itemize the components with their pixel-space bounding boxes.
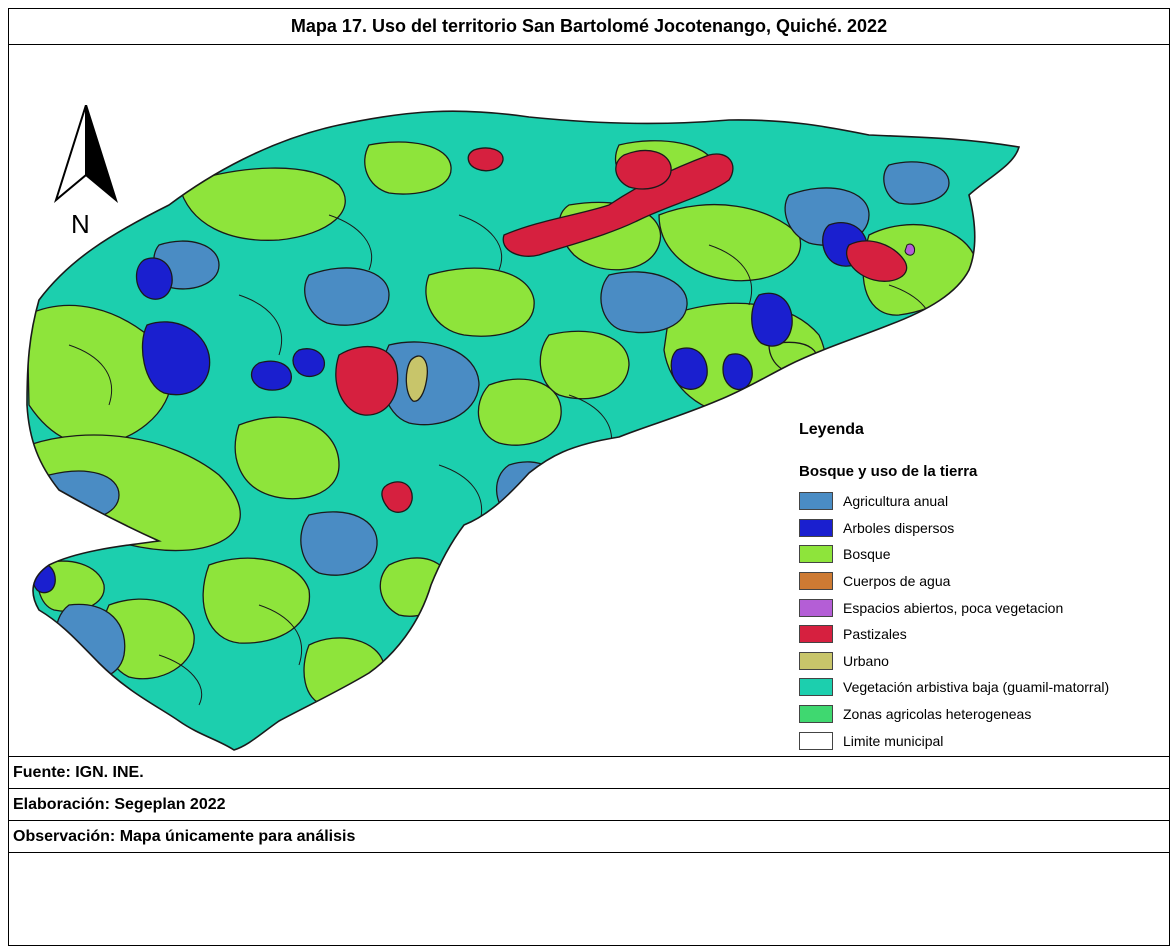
legend-item: Agricultura anual xyxy=(799,488,1171,515)
legend-swatch xyxy=(799,678,833,697)
map-frame: Mapa 17. Uso del territorio San Bartolom… xyxy=(8,8,1170,946)
legend-item: Urbano xyxy=(799,648,1171,675)
legend-swatch xyxy=(799,625,833,644)
legend-swatch xyxy=(799,492,833,511)
legend-swatch xyxy=(799,572,833,591)
legend-label: Espacios abiertos, poca vegetacion xyxy=(843,599,1064,616)
map-title: Mapa 17. Uso del territorio San Bartolom… xyxy=(9,9,1169,45)
legend-swatch xyxy=(799,545,833,564)
municipality-map xyxy=(26,110,1020,751)
legend-item: Cuerpos de agua xyxy=(799,568,1171,595)
legend-swatch xyxy=(799,705,833,724)
legend-swatch xyxy=(799,651,833,670)
legend-label: Arboles dispersos xyxy=(843,519,955,536)
legend-item: Bosque xyxy=(799,541,1171,568)
legend-title: Leyenda xyxy=(799,421,864,438)
legend-label: Zonas agricolas heterogeneas xyxy=(843,706,1032,723)
footer: Fuente: IGN. INE. Elaboración: Segeplan … xyxy=(9,756,1169,947)
legend-swatch xyxy=(799,731,833,750)
legend-label: Vegetación arbistiva baja (guamil-matorr… xyxy=(843,679,1110,696)
legend-item: Zonas agricolas heterogeneas xyxy=(799,701,1171,728)
north-label: N xyxy=(71,209,90,239)
map-area: N Leyenda Bosque y uso de la tierra Agri… xyxy=(9,45,1169,756)
legend-label: Bosque xyxy=(843,546,891,563)
elaboration-note: Elaboración: Segeplan 2022 xyxy=(9,789,1169,821)
legend-label: Limite municipal xyxy=(843,732,944,749)
north-arrow-icon xyxy=(54,105,118,203)
observation-note: Observación: Mapa únicamente para anális… xyxy=(9,821,1169,853)
legend-label: Urbano xyxy=(843,652,889,669)
legend-subtitle: Bosque y uso de la tierra xyxy=(799,463,978,480)
legend-label: Pastizales xyxy=(843,626,907,643)
legend-item: Arboles dispersos xyxy=(799,515,1171,542)
legend-label: Agricultura anual xyxy=(843,493,949,510)
legend-label: Cuerpos de agua xyxy=(843,573,951,590)
legend: Leyenda Bosque y uso de la tierra Agricu… xyxy=(799,421,1171,754)
legend-item: Espacios abiertos, poca vegetacion xyxy=(799,594,1171,621)
legend-swatch xyxy=(799,518,833,537)
legend-item: Limite municipal xyxy=(799,727,1171,754)
legend-item: Pastizales xyxy=(799,621,1171,648)
legend-item: Vegetación arbistiva baja (guamil-matorr… xyxy=(799,674,1171,701)
source-note: Fuente: IGN. INE. xyxy=(9,757,1169,789)
legend-swatch xyxy=(799,598,833,617)
